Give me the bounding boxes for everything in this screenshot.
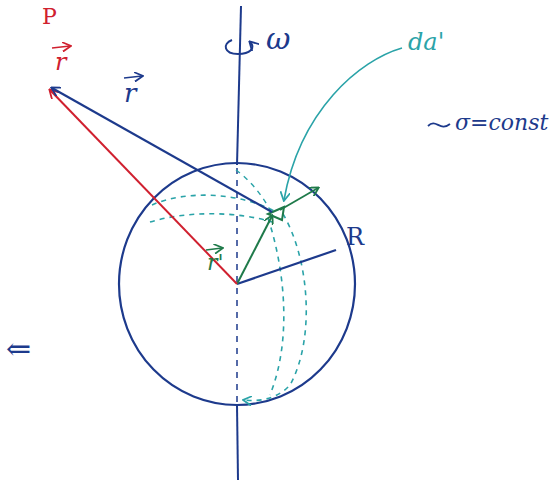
radius-label: R [346,225,364,249]
vector-label: r' [207,252,224,274]
point-label: P [42,6,57,28]
vector-label: r [55,50,66,74]
direction-arrow: ⇐ [6,334,31,364]
omega-label: ω [266,24,290,54]
charge-density-label: σ=const [455,112,548,134]
element-label: da' [408,30,444,54]
vector-label: r [124,80,136,106]
